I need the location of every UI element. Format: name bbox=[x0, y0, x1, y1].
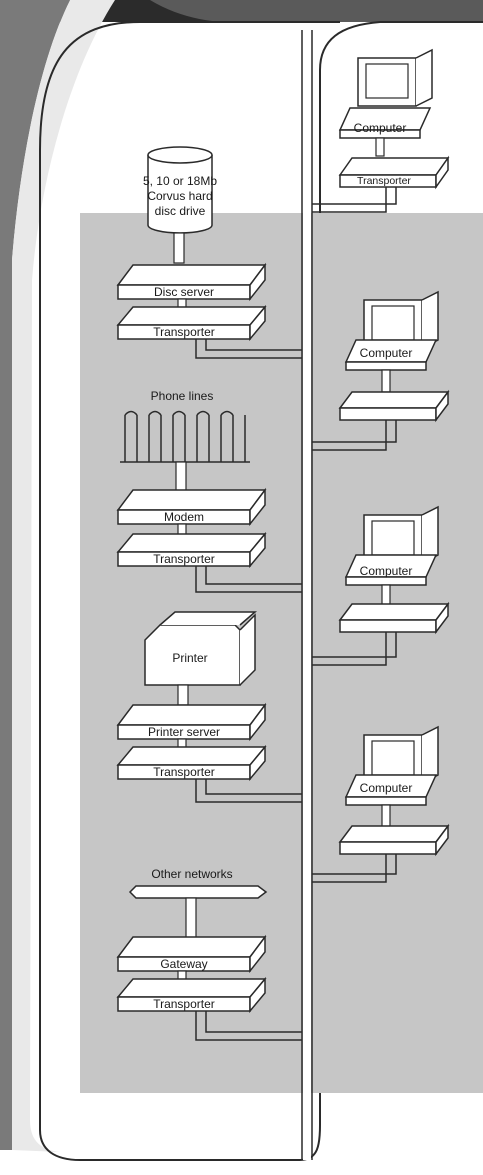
computer-icon: Computer bbox=[344, 505, 439, 586]
disc-drive-label-1: 5, 10 or 18Mb bbox=[143, 174, 217, 188]
computer-icon: Computer bbox=[338, 48, 433, 139]
top-swoosh bbox=[150, 0, 483, 23]
transporter-label-1: Transporter bbox=[153, 325, 215, 339]
cable-link-4 bbox=[195, 1011, 302, 1041]
transporter-label-3: Transporter bbox=[153, 765, 215, 779]
cable-link-2 bbox=[195, 566, 302, 593]
connector bbox=[175, 461, 187, 493]
disc-drive-label-2: Corvus hard bbox=[147, 189, 212, 203]
transporter-label-r1: Transporter bbox=[357, 175, 411, 187]
computer-icon: Computer bbox=[344, 290, 439, 371]
outer-frame-left bbox=[39, 150, 300, 1161]
connector bbox=[375, 137, 385, 157]
outer-frame-top bbox=[39, 21, 340, 151]
transporter-label-2: Transporter bbox=[153, 552, 215, 566]
printer-label: Printer bbox=[172, 651, 207, 665]
left-swoosh-light bbox=[12, 0, 115, 1152]
computer-icon: Computer bbox=[344, 725, 439, 806]
cable-link-1 bbox=[195, 339, 302, 359]
gateway-box: Gateway bbox=[116, 934, 267, 974]
transporter-box-r1: Transporter bbox=[338, 155, 450, 190]
transporter-box-r4 bbox=[338, 823, 450, 857]
connector bbox=[381, 369, 391, 393]
computer-label-4: Computer bbox=[360, 781, 413, 795]
connector bbox=[173, 232, 185, 264]
cable-link-r4 bbox=[312, 854, 397, 883]
gateway-label: Gateway bbox=[160, 957, 207, 971]
transporter-box-r2 bbox=[338, 389, 450, 423]
modem-box: Modem bbox=[116, 487, 267, 527]
modem-label: Modem bbox=[164, 510, 204, 524]
disc-drive-icon: 5, 10 or 18Mb Corvus hard disc drive bbox=[143, 146, 217, 234]
computer-label-1: Computer bbox=[354, 121, 407, 135]
disc-server-label: Disc server bbox=[154, 285, 214, 299]
printer-icon: Printer bbox=[144, 611, 258, 686]
transporter-box-1: Transporter bbox=[116, 304, 267, 342]
transporter-box-4: Transporter bbox=[116, 976, 267, 1014]
transporter-box-3: Transporter bbox=[116, 744, 267, 782]
connector bbox=[185, 897, 197, 939]
transporter-box-r3 bbox=[338, 601, 450, 635]
connector bbox=[177, 684, 189, 706]
outer-frame-right bbox=[299, 21, 483, 1161]
printer-server-label: Printer server bbox=[148, 725, 220, 739]
left-swoosh bbox=[0, 0, 70, 1150]
connector bbox=[381, 584, 391, 606]
disc-server-box: Disc server bbox=[116, 262, 267, 302]
disc-drive-label-3: disc drive bbox=[155, 204, 206, 218]
cable-link-r3 bbox=[312, 632, 397, 666]
computer-label-2: Computer bbox=[360, 346, 413, 360]
phone-lines-label: Phone lines bbox=[151, 389, 214, 403]
transporter-label-4: Transporter bbox=[153, 997, 215, 1011]
printer-server-box: Printer server bbox=[116, 702, 267, 742]
cable-link-r1 bbox=[312, 187, 397, 213]
cable-link-r2 bbox=[312, 420, 397, 451]
backbone-cable bbox=[301, 30, 313, 1160]
computer-label-3: Computer bbox=[360, 564, 413, 578]
transporter-box-2: Transporter bbox=[116, 531, 267, 569]
cable-link-3 bbox=[195, 779, 302, 803]
connector bbox=[381, 804, 391, 828]
other-networks-label: Other networks bbox=[151, 867, 232, 881]
network-arrow-icon bbox=[128, 885, 268, 899]
